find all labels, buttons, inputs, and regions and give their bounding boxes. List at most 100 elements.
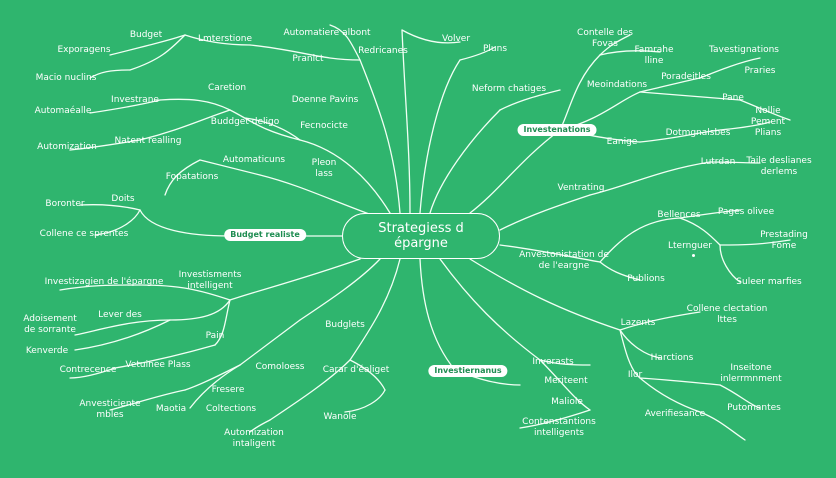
node-prestading-line-2: Fome [771,241,797,251]
node-lmterstione[interactable]: Lmterstione [197,34,253,44]
node-poradeitles[interactable]: Poradeitles [661,72,711,82]
node-vetuinee-plass[interactable]: Vetuinee Plass [125,360,191,370]
link [599,34,631,56]
node-putomantes[interactable]: Putomantes [727,403,781,413]
node-pleon[interactable]: Pleon lass [312,158,337,180]
central-topic[interactable]: Strategiess d épargne [342,213,500,259]
node-automaticuns[interactable]: Automaticuns [222,155,286,165]
node-bellences[interactable]: Bellences [657,210,701,220]
node-pain[interactable]: Pain [205,331,225,341]
node-boronter[interactable]: Boronter [45,199,85,209]
node-pages-olivee[interactable]: Pages olivee [717,207,775,217]
node-contenstantions[interactable]: Contenstantions intelligents [522,417,596,439]
node-pranict[interactable]: Pranict [292,54,324,64]
node-harctions[interactable]: Harctions [650,353,694,363]
node-contelle-des[interactable]: Contelle des Fovas [577,28,633,50]
node-meoindations[interactable]: Meoindations [586,80,648,90]
link [249,44,361,61]
node-meriteent[interactable]: Meriteent [544,376,588,386]
node-exporagens[interactable]: Exporagens [57,45,111,55]
link [344,389,386,413]
node-lternguer[interactable]: Lternguer [668,241,712,251]
node-lutrdan[interactable]: Lutrdan [700,157,736,167]
link [169,299,231,321]
link [499,89,561,111]
node-taile-deslianes[interactable]: Taile deslianes derlems [746,156,811,178]
node-lever-des[interactable]: Lever des [98,310,142,320]
node-automatiere-albont[interactable]: Automatiere albont [283,28,371,38]
node-investisments-line-1: Investisments [178,270,242,280]
node-adoisement[interactable]: Adoisement de sorrante [23,314,76,336]
pill-investiernanus[interactable]: Investiernanus [428,365,508,377]
node-lazents[interactable]: Lazents [620,318,656,328]
node-famrahe[interactable]: Famrahe lline [634,45,673,67]
node-redricanes[interactable]: Redricanes [358,46,408,56]
node-anvesticiente[interactable]: Anvesticiente mbles [79,399,140,421]
node-fecnocicte[interactable]: Fecnocicte [300,121,348,131]
node-tavestignations[interactable]: Tavestignations [709,45,779,55]
node-inseitone[interactable]: Inseitone inlerrmnment [720,363,781,385]
node-volver[interactable]: Volver [441,34,471,44]
node-carar-daliget[interactable]: Carar d'éaliget [322,365,390,375]
link [129,34,186,71]
node-buddget-deligo[interactable]: Buddget deligo [210,117,280,127]
node-maliole[interactable]: Maliole [551,397,583,407]
link [189,364,241,409]
node-contrecence[interactable]: Contrecence [59,365,117,375]
node-kenverde[interactable]: Kenverde [25,346,69,356]
node-suleer-marfies[interactable]: Suleer marfies [736,277,802,287]
node-pane[interactable]: Pane [722,93,744,103]
link [619,329,661,359]
node-inverasts[interactable]: Inverasts [532,357,574,367]
link [459,46,496,61]
node-natent-realling[interactable]: Natent realling [114,136,182,146]
node-doits[interactable]: Doits [111,194,135,204]
node-nollie[interactable]: Nollie Pement Plians [751,106,785,139]
node-prestading[interactable]: Prestading Fome [760,230,808,252]
node-averifiesance[interactable]: Averifiesance [644,409,706,419]
node-fresere[interactable]: Fresere [211,385,245,395]
node-budglets[interactable]: Budglets [325,320,365,330]
node-wanole[interactable]: Wanole [323,412,357,422]
node-famrahe-line-1: Famrahe [634,45,674,55]
node-eanige[interactable]: Eanige [606,137,638,147]
node-macio-nuclins[interactable]: Macio nuclins [35,73,97,83]
node-pleon-line-1: Pleon [311,158,337,168]
node-budget[interactable]: Budget [129,30,163,40]
node-publions[interactable]: Publions [627,274,665,284]
node-fopatations[interactable]: Fopatations [165,172,219,182]
node-collene-ce-sprentes[interactable]: Collene ce sprentes [39,229,129,239]
node-maotia[interactable]: Maotia [155,404,187,414]
link [214,299,231,346]
node-collene-clectation[interactable]: Collene clectation lttes [687,304,768,326]
link [709,161,761,164]
node-pluns[interactable]: Pluns [482,44,508,54]
node-comoloess[interactable]: Comoloess [255,362,305,372]
node-investizagien[interactable]: Investizagien de l'épargne [44,277,164,287]
node-inseitone-line-1: Inseitone [730,363,772,373]
link [499,244,601,263]
node-ilor[interactable]: Ilor [627,370,643,380]
node-praries[interactable]: Praries [744,66,776,76]
node-doenne-pavins[interactable]: Doenne Pavins [291,95,359,105]
link [719,121,771,131]
node-dotmgnalsbes[interactable]: Dotmgnalsbes [665,128,731,138]
node-investrane[interactable]: Investrane [111,95,159,105]
node-adoisement-line-1: Adoisement [23,314,77,324]
node-investisments-line-2: intelligent [187,281,233,291]
node-caretion[interactable]: Caretion [207,83,247,93]
node-anvestonistation-line-1: Anvestonistation de [519,250,609,260]
node-automatelle[interactable]: Automaéalle [34,106,92,116]
pill-budget-realiste[interactable]: Budget realiste [224,229,306,241]
node-investisments-intelligent[interactable]: Investisments intelligent [179,270,242,292]
node-automization-intaligent[interactable]: Automization intaligent [224,428,284,450]
node-automization-left[interactable]: Automization [37,142,97,152]
link [159,98,231,111]
pill-investenations[interactable]: Investenations [517,124,597,136]
node-ventrating[interactable]: Ventrating [557,183,605,193]
node-neform-chatiges[interactable]: Neform chatiges [471,84,547,94]
node-coltections[interactable]: Coltections [205,404,257,414]
node-anvestonistation[interactable]: Anvestonistation de de l'eargne [519,250,609,272]
link [539,359,591,366]
